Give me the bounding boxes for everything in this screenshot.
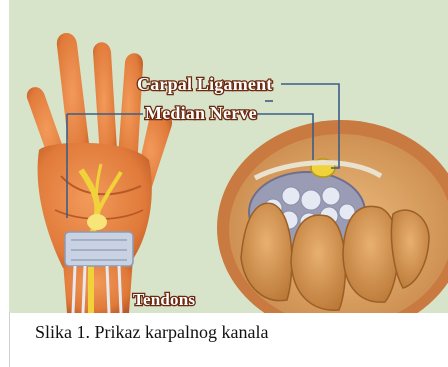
figure-caption: Slika 1. Prikaz karpalnog kanala [35, 322, 268, 343]
tendons-label: Tendons [133, 290, 195, 309]
carpal-ligament-label: Carpal Ligament [137, 74, 273, 94]
median-nerve-label: Median Nerve [145, 103, 257, 123]
carpal-tunnel-illustration: Carpal Ligament Median Nerve Tendons [9, 0, 448, 313]
caption-rule [9, 313, 10, 367]
